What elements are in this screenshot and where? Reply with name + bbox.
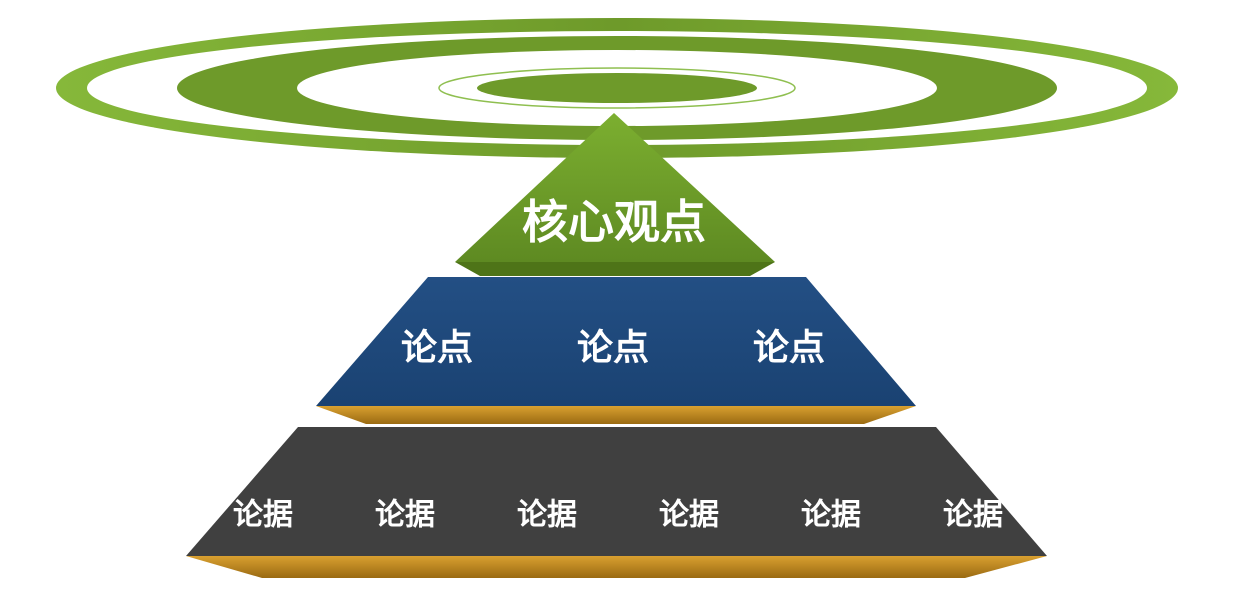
- evidence-label-2: 论据: [375, 498, 435, 533]
- target-rings: [56, 18, 1178, 158]
- point-label-2: 论点: [577, 328, 649, 369]
- point-label-3: 论点: [753, 328, 825, 369]
- ring-center: [477, 73, 757, 103]
- tier-core: [455, 113, 775, 276]
- point-label-1: 论点: [401, 328, 473, 369]
- ring-thin-line: [438, 67, 796, 109]
- evidence-label-4: 论据: [659, 498, 719, 533]
- evidence-label-6: 论据: [943, 498, 1003, 533]
- tier-core-face: [455, 113, 775, 262]
- tier-evidence-edge: [186, 556, 1047, 578]
- evidence-label-5: 论据: [801, 498, 861, 533]
- evidence-label-3: 论据: [517, 498, 577, 533]
- evidence-label-1: 论据: [233, 498, 293, 533]
- tier-points: [316, 277, 916, 424]
- tier-points-face: [316, 277, 916, 406]
- core-label: 核心观点: [522, 195, 706, 249]
- tier-core-shadow: [455, 262, 775, 276]
- tier-points-edge: [316, 406, 916, 424]
- tier-evidence-face: [186, 427, 1047, 556]
- tier-evidence: [186, 427, 1047, 578]
